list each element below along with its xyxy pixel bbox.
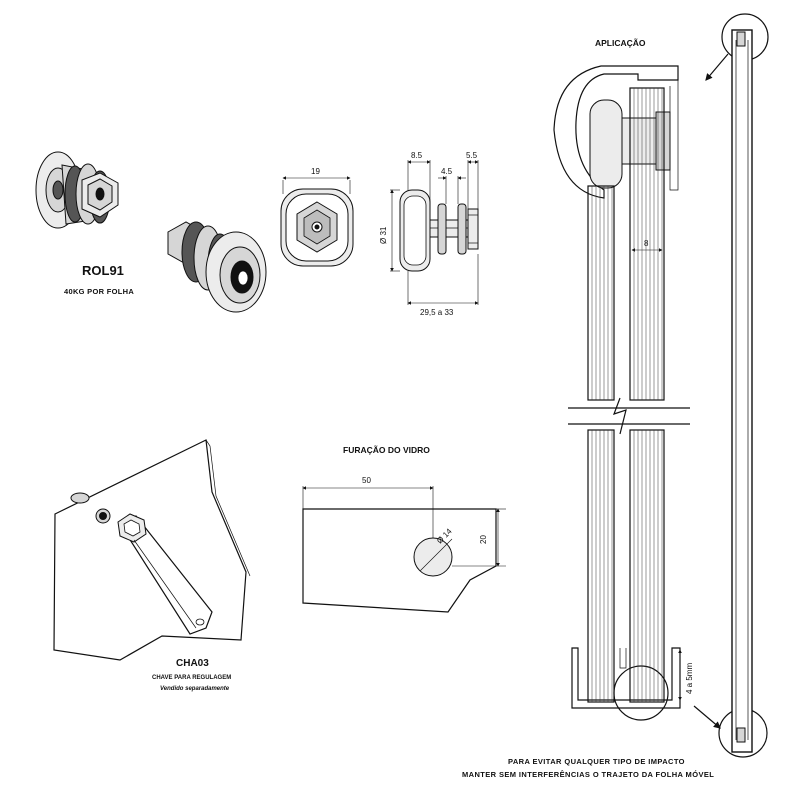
product-code: ROL91 xyxy=(82,263,124,278)
roller-iso-view-2 xyxy=(167,221,267,313)
dim-d3: 5.5 xyxy=(466,151,478,160)
dim-wheel-width: 19 xyxy=(311,167,320,176)
roller-iso-view-1 xyxy=(35,151,119,229)
roller-front-view xyxy=(280,176,354,267)
application-note-line1: PARA EVITAR QUALQUER TIPO DE IMPACTO xyxy=(508,757,685,766)
glass-drilling-drawing xyxy=(302,486,506,613)
dim-wheel-diameter: Ø 31 xyxy=(379,226,388,244)
tool-drawing xyxy=(53,439,251,661)
dim-drill-width: 50 xyxy=(362,476,371,485)
panel-ribs xyxy=(591,88,663,702)
dim-drill-height: 20 xyxy=(479,535,488,544)
application-title: APLICAÇÃO xyxy=(595,38,646,48)
glass-drilling-title: FURAÇÃO DO VIDRO xyxy=(343,445,430,455)
dim-app-gap: 8 xyxy=(644,239,649,248)
application-section xyxy=(553,13,769,758)
product-capacity: 40KG POR FOLHA xyxy=(64,287,134,296)
dim-total-length: 29,5 a 33 xyxy=(420,308,454,317)
dim-d2: 4.5 xyxy=(441,167,453,176)
tool-description: CHAVE PARA REGULAGEM xyxy=(152,675,231,681)
dim-d1: 8.5 xyxy=(411,151,423,160)
tool-sold-separately: Vendido separadamente xyxy=(160,686,230,692)
application-note-line2: MANTER SEM INTERFERÊNCIAS O TRAJETO DA F… xyxy=(462,770,714,779)
roller-side-view xyxy=(390,160,479,305)
dim-app-clearance: 4 a 5mm xyxy=(685,663,694,694)
tool-code: CHA03 xyxy=(176,658,209,669)
